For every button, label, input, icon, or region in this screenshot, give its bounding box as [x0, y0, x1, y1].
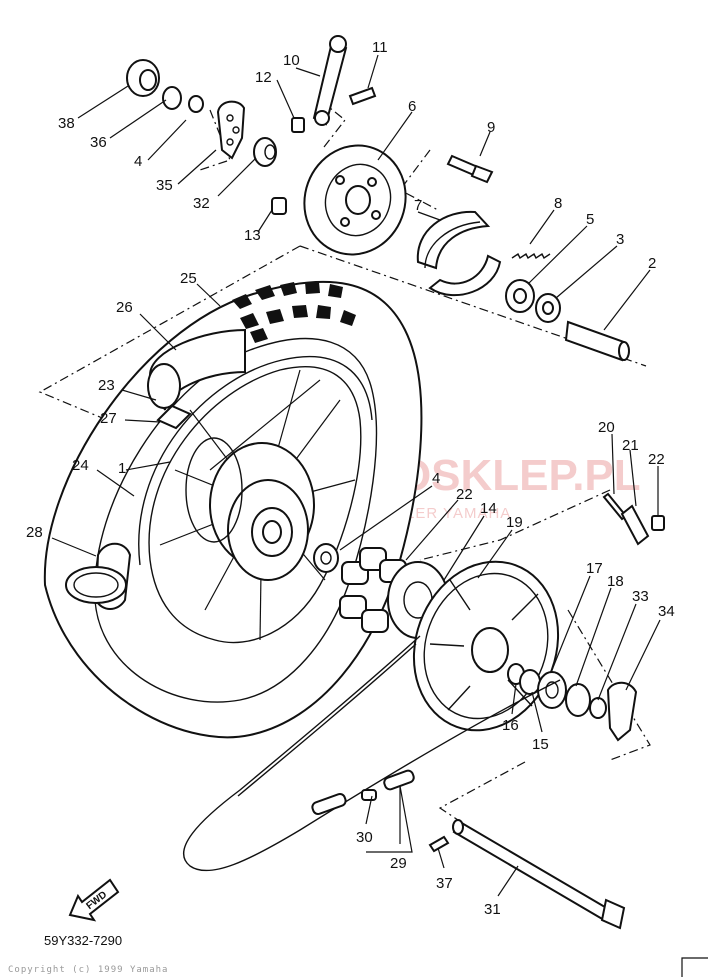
callout-5: 5 — [586, 211, 594, 228]
wheel-rim — [138, 355, 373, 644]
callout-3: 3 — [616, 231, 624, 248]
callout-10: 10 — [283, 52, 300, 69]
callout-29: 28 — [26, 524, 43, 541]
callout-35: 34 — [658, 603, 675, 620]
callout-25: 24 — [72, 457, 89, 474]
callout-20: 20 — [598, 419, 615, 436]
chain-adjuster — [602, 492, 665, 546]
brake-camshaft — [446, 154, 494, 184]
callout-11: 11 — [372, 39, 388, 56]
callout-6: 6 — [408, 98, 416, 115]
callout-1: 1 — [118, 460, 126, 477]
callout-12: 12 — [255, 69, 272, 86]
callout-4-lower: 4 — [432, 470, 440, 487]
part-code: 59Y332-7290 — [44, 933, 122, 948]
tire-tread — [224, 282, 356, 349]
callout-4-upper: 4 — [134, 153, 142, 170]
callout-28: 27 — [100, 410, 117, 427]
callout-26: 25 — [180, 270, 197, 287]
callout-36: 35 — [156, 177, 173, 194]
callout-27: 26 — [116, 299, 133, 316]
callout-22: 22 — [648, 451, 665, 468]
callout-8: 8 — [554, 195, 562, 212]
callout-16: 16 — [502, 717, 519, 734]
callout-9: 9 — [487, 119, 495, 136]
leader-lines — [51, 54, 661, 897]
callout-13: 13 — [244, 227, 261, 244]
callout-14: 14 — [480, 500, 497, 517]
callout-17: 17 — [586, 560, 603, 577]
axle-spacers — [507, 663, 638, 742]
callout-23: 22 — [456, 486, 473, 503]
callout-24: 23 — [98, 377, 115, 394]
callout-21: 21 — [622, 437, 639, 454]
brake-spring — [511, 252, 551, 260]
callout-34: 33 — [632, 588, 649, 605]
callout-30: 29 — [390, 855, 407, 872]
callout-18: 18 — [607, 573, 624, 590]
callout-19: 19 — [506, 514, 523, 531]
small-bearings — [126, 59, 277, 167]
torque-stopper — [216, 100, 246, 160]
forward-direction-arrow: FWD — [68, 878, 120, 922]
brake-panel — [303, 144, 407, 256]
callout-numbers: 38 36 4 35 32 13 12 10 11 6 9 7 8 5 3 2 … — [26, 39, 675, 918]
wheel-axle — [452, 819, 626, 930]
callout-33: 32 — [193, 195, 210, 212]
tube-and-rim-band — [65, 328, 246, 610]
brake-shoes — [416, 210, 502, 297]
callout-2: 2 — [648, 255, 656, 272]
callout-15: 15 — [532, 736, 549, 753]
callout-7: 7 — [414, 197, 422, 214]
callout-37: 36 — [90, 134, 107, 151]
callout-38: 37 — [436, 875, 453, 892]
footer-copyright: Copyright (c) 1999 Yamaha — [8, 965, 168, 975]
drive-chain — [183, 635, 561, 872]
callout-39: 38 — [58, 115, 75, 132]
brake-arm — [271, 35, 377, 215]
hub-bearings — [505, 279, 630, 362]
chain-clip — [428, 835, 450, 853]
wheel-hub — [185, 437, 315, 581]
callout-32: 31 — [484, 901, 501, 918]
callout-31: 30 — [356, 829, 373, 846]
corner-mark — [681, 957, 708, 977]
